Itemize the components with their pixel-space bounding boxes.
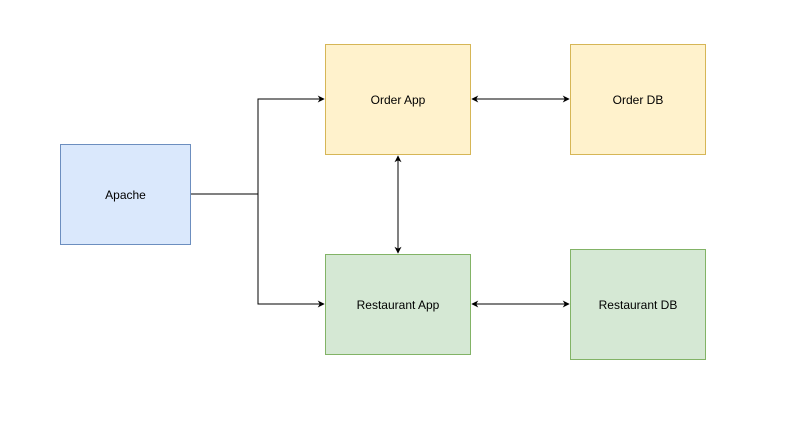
edge-apache-to-restaurant-app — [257, 194, 325, 308]
node-apache-label: Apache — [105, 187, 146, 202]
node-restaurant-app-label: Restaurant App — [356, 297, 440, 312]
node-order-db-label: Order DB — [612, 92, 664, 107]
node-order-db[interactable]: Order DB — [570, 44, 706, 155]
node-restaurant-db-label: Restaurant DB — [598, 297, 678, 312]
node-order-app-label: Order App — [370, 92, 426, 107]
node-restaurant-app[interactable]: Restaurant App — [325, 254, 471, 355]
edge-apache-to-order-app — [191, 95, 325, 195]
node-restaurant-db[interactable]: Restaurant DB — [570, 249, 706, 360]
node-order-app[interactable]: Order App — [325, 44, 471, 155]
node-apache[interactable]: Apache — [60, 144, 191, 245]
